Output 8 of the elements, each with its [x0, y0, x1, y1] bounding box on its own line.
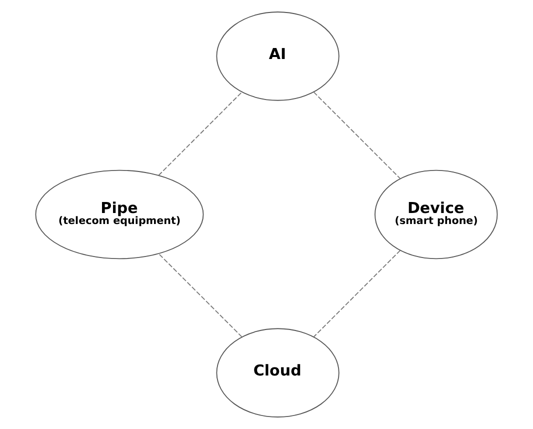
- node-ellipse: Pipe (telecom equipment): [35, 170, 204, 260]
- connector: [313, 92, 401, 179]
- connector: [158, 92, 242, 176]
- node-ellipse: AI: [216, 12, 340, 101]
- connector: [313, 250, 401, 338]
- connector: [158, 253, 242, 338]
- node-ellipse: Device (smart phone): [374, 170, 498, 260]
- node-ellipse: Cloud: [216, 328, 340, 418]
